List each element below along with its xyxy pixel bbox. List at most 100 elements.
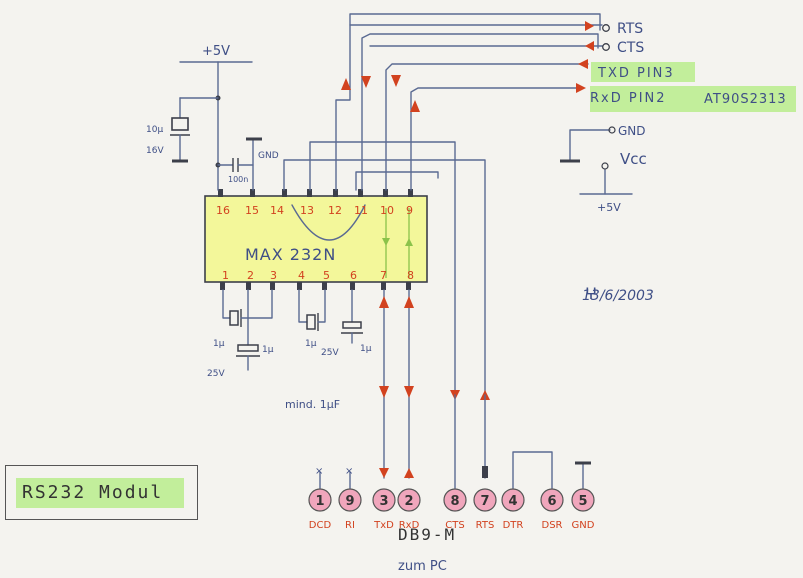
pin-10: 10 <box>380 204 394 217</box>
db9-pin-label: TxD <box>373 520 394 531</box>
db9-pin-number: 1 <box>315 494 324 509</box>
c2-symbol <box>237 344 259 352</box>
db9-pin-6 <box>540 488 564 512</box>
c4-value: 1µ <box>360 344 372 354</box>
chip-internal-arrow-7 <box>382 238 390 246</box>
legend-gnd-terminal <box>608 126 616 134</box>
c1-voltage: 25V <box>207 369 225 379</box>
dtr-dsr-bridge <box>512 451 553 489</box>
signature-initials: ⵖ <box>585 284 597 303</box>
pin1-nc-mark: × <box>315 466 323 477</box>
cap-big-voltage: 16V <box>146 146 164 156</box>
pin-16: 16 <box>216 204 230 217</box>
db9-pin-3 <box>372 488 396 512</box>
pin-7: 7 <box>380 269 387 282</box>
c3-symbol <box>306 314 316 330</box>
cts-wire <box>361 33 599 191</box>
c1-value: 1µ <box>213 339 225 349</box>
db9-pin-label: GND <box>572 520 595 531</box>
db9-pin-number: 7 <box>480 494 489 509</box>
legend-plus5v-label: +5V <box>597 201 621 214</box>
cap-big-symbol <box>171 117 189 131</box>
c2-value: 1µ <box>262 345 274 355</box>
chip-label: MAX 232N <box>245 245 336 264</box>
c1-wire-b <box>240 289 273 319</box>
rxd-arrow-up <box>410 100 420 112</box>
db9-pin-number: 6 <box>547 494 556 509</box>
cap-small-value: 100n <box>228 175 248 184</box>
db9-pin-number: 8 <box>450 494 459 509</box>
db9-pin-8 <box>443 488 467 512</box>
pin13-route <box>309 141 456 396</box>
db9-pin-9 <box>338 488 362 512</box>
rts-wire <box>335 13 601 191</box>
rts-arrow <box>585 21 594 31</box>
legend-gnd-wire <box>569 129 611 161</box>
db9-pin-number: 9 <box>345 494 354 509</box>
cap-big-value: 10µ <box>146 125 163 135</box>
module-label-box: RS232 Modul <box>5 465 198 520</box>
max232-chip <box>204 195 428 283</box>
db9-pin-label: RI <box>345 520 355 531</box>
pin11-loop <box>355 171 439 191</box>
module-label: RS232 Modul <box>22 482 164 503</box>
chip-top-pin-numbers: 16 15 14 13 12 11 10 9 <box>216 204 413 217</box>
pin-11: 11 <box>354 204 368 217</box>
rts-line-tail <box>482 466 488 478</box>
pin-2: 2 <box>247 269 254 282</box>
vcc-label: +5V <box>202 44 230 59</box>
pin9-nc-mark: × <box>345 466 353 477</box>
db9-pin-label: RxD <box>399 520 420 531</box>
pin3-arrow <box>379 468 389 478</box>
signature: 13/6/2003 <box>582 288 654 304</box>
rxd-label: RxD PIN2 <box>590 91 667 106</box>
pin2-arrow <box>404 468 414 478</box>
chip-bottom-pin-numbers: 1 2 3 4 5 6 7 8 <box>222 269 414 282</box>
pin-3: 3 <box>270 269 277 282</box>
pin8-arrow-down <box>404 386 414 398</box>
db9-pin-label: CTS <box>445 520 464 531</box>
rxd-highlight <box>590 86 796 112</box>
legend-vcc-label: Vcc <box>620 150 647 168</box>
db9-pin-2 <box>397 488 421 512</box>
cts-arrow <box>585 41 594 51</box>
db9-pin-1 <box>308 488 332 512</box>
pin7-arrow-up <box>379 296 389 308</box>
db9-name: DB9-M <box>398 525 456 544</box>
top-pin-stubs <box>218 189 413 197</box>
db9-pin-label: DTR <box>503 520 524 531</box>
c1-symbol <box>229 310 239 326</box>
pin14-route <box>283 159 486 396</box>
pin-1: 1 <box>222 269 229 282</box>
pin-8: 8 <box>407 269 414 282</box>
txd-label: TXD PIN3 <box>597 66 675 81</box>
db9-pin-label: DCD <box>309 520 332 531</box>
pin-12: 12 <box>328 204 342 217</box>
module-label-highlight <box>16 478 184 508</box>
rxd-arrow <box>576 83 586 93</box>
min-cap-note: mind. 1µF <box>285 398 340 411</box>
db9-pin-number: 5 <box>578 494 587 509</box>
pin-5: 5 <box>323 269 330 282</box>
c3-wire-b <box>317 289 326 323</box>
pin-13: 13 <box>300 204 314 217</box>
mcu-label: AT90S2313 <box>704 92 787 107</box>
chip-internal-arrow-8 <box>405 238 413 246</box>
pin-15: 15 <box>245 204 259 217</box>
c4-symbol <box>342 321 362 329</box>
cts-arrow-down <box>361 76 371 88</box>
txd-highlight <box>591 62 695 82</box>
db9-pin-number: 3 <box>379 494 388 509</box>
pin-6: 6 <box>350 269 357 282</box>
db9-pin-number: 4 <box>508 494 517 509</box>
gnd-label: GND <box>258 151 279 161</box>
legend-gnd-label: GND <box>618 124 646 138</box>
pin-4: 4 <box>298 269 305 282</box>
chip-internal-link <box>291 204 366 241</box>
cts-terminal <box>602 43 610 51</box>
db9-pin-number: 2 <box>404 494 413 509</box>
db9-pin-4 <box>501 488 525 512</box>
txd-wire <box>385 63 589 191</box>
